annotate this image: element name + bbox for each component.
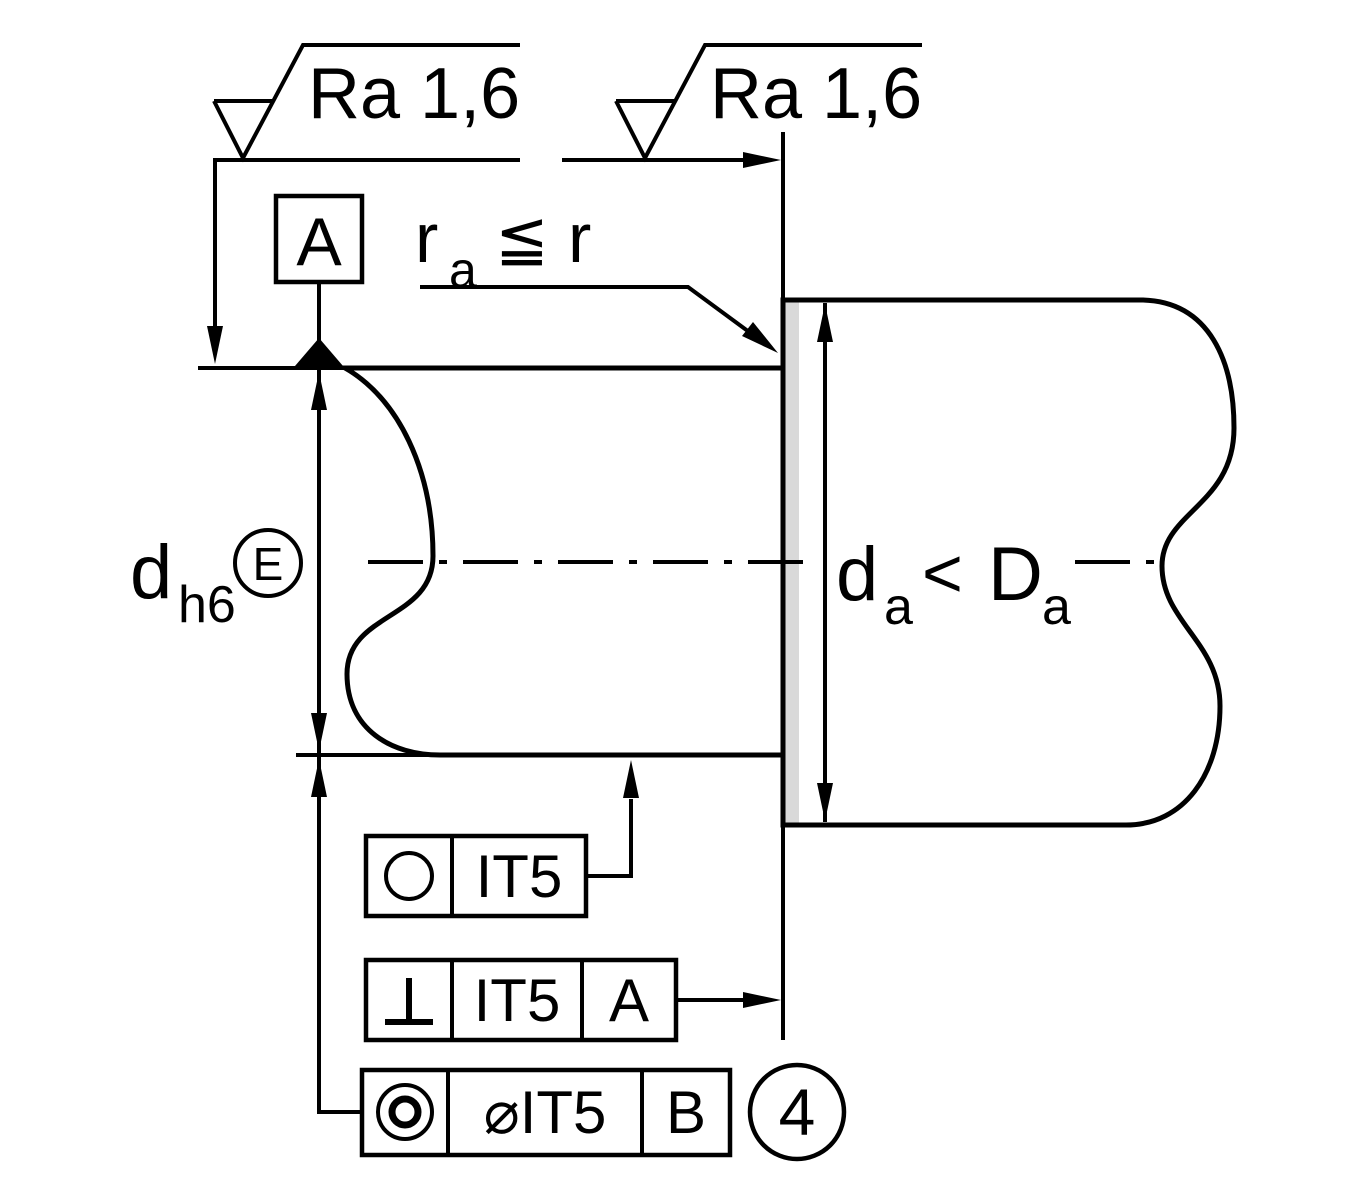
surface-roughness-value-left: Ra 1,6 (308, 54, 520, 134)
abutment-D-subscript: a (1042, 578, 1071, 636)
arrowhead-down-icon (817, 783, 833, 821)
surface-roughness-callout-left: Ra 1,6 (207, 43, 520, 364)
arrowhead-up-icon (311, 759, 327, 797)
perpendicularity-datum: A (609, 967, 649, 1034)
perpendicularity-tolerance: IT5 (474, 967, 561, 1034)
envelope-letter: E (253, 538, 284, 590)
fcf-border (363, 833, 589, 919)
envelope-circle-icon (233, 528, 303, 598)
concentricity-datum: B (666, 1079, 706, 1146)
datum-axis-leader-lower (311, 755, 362, 1114)
datum-label: A (296, 204, 342, 280)
abutment-D-symbol: D (988, 532, 1043, 617)
abutment-diameter-dimension: d a < D a (817, 303, 1071, 822)
balloon-callout: 4 (747, 1062, 847, 1162)
circularity-icon (384, 851, 434, 901)
arrowhead-up-icon (817, 304, 833, 342)
abutment-d-subscript: a (884, 578, 913, 636)
fillet-radius-note: r a ≦ r (415, 199, 778, 353)
datum-triangle-icon (295, 338, 343, 366)
surface-finish-icon (614, 43, 922, 163)
fillet-r-reference: r (568, 199, 591, 277)
small-cylinder-body (335, 365, 786, 758)
fcf-border (359, 1067, 733, 1158)
large-cylinder-body (780, 297, 1237, 828)
fillet-r-subscript: a (449, 242, 477, 298)
arrowhead-right-icon (743, 152, 781, 168)
arrowhead-down-icon (207, 326, 223, 364)
arrowhead-diagonal-icon (742, 322, 778, 353)
fcf-leader (586, 799, 633, 878)
concentricity-icon-inner (388, 1095, 422, 1129)
fillet-operator: ≦ (495, 202, 549, 274)
arrowhead-right-icon (743, 992, 781, 1008)
surface-finish-icon (212, 43, 520, 163)
diameter-tolerance-subscript: h6 (178, 576, 236, 634)
surface-roughness-value-right: Ra 1,6 (710, 54, 922, 134)
fcf-dividers (446, 1070, 644, 1155)
fcf-dividers (450, 960, 584, 1040)
fcf-border (363, 957, 679, 1043)
surface-roughness-callout-right: Ra 1,6 (562, 43, 922, 300)
concentricity-tolerance: ⌀IT5 (484, 1079, 607, 1146)
feature-control-frame-concentricity: ⌀IT5 B (359, 1067, 733, 1158)
arrowhead-down-icon (311, 713, 327, 751)
arrowhead-up-icon (623, 760, 639, 798)
balloon-number: 4 (779, 1075, 816, 1149)
balloon-circle (747, 1062, 847, 1162)
leader-line (317, 755, 362, 1114)
datum-feature-callout-a: A (273, 193, 365, 366)
feature-control-frame-perpendicularity: IT5 A (363, 825, 785, 1043)
fillet-leader (420, 285, 762, 342)
perpendicularity-icon (385, 978, 433, 1025)
diameter-symbol: d (130, 530, 172, 615)
abutment-operator: < (922, 534, 963, 612)
concentricity-icon-outer (376, 1083, 434, 1141)
fillet-r-symbol: r (415, 199, 438, 277)
feature-control-frame-roundness: IT5 (363, 760, 639, 919)
arrowhead-up-icon (311, 372, 327, 410)
roughness-leader-left (213, 158, 520, 330)
abutment-d-symbol: d (836, 532, 878, 617)
roundness-tolerance: IT5 (476, 843, 563, 910)
shaft-seat-small-cylinder (335, 365, 786, 758)
